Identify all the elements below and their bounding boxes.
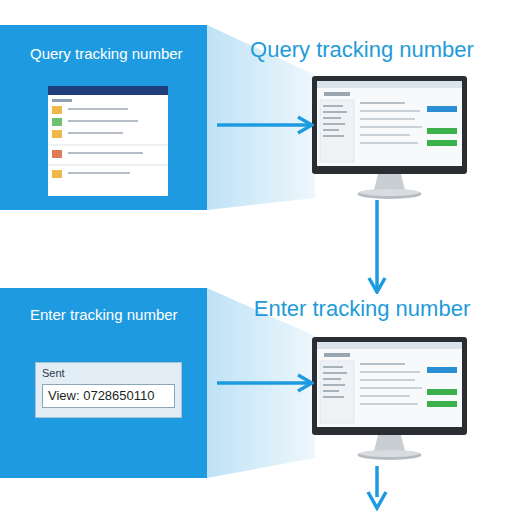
monitor (312, 76, 467, 199)
screenshot-thumbnail (48, 86, 168, 196)
monitor (312, 337, 467, 460)
field-label: Sent (36, 363, 181, 380)
panel-title: Enter tracking number (4, 288, 221, 323)
step-heading: Enter tracking number (254, 296, 470, 322)
flow-arrow (375, 200, 379, 292)
panel: Query tracking number (0, 25, 217, 210)
tracking-input: View: 0728650110 (42, 384, 175, 408)
flow-arrow (217, 381, 312, 385)
flow-arrow (217, 123, 312, 127)
panel-title: Query tracking number (4, 25, 221, 62)
monitor-screen: Query tracking number (312, 35, 467, 200)
input-card: SentView: 0728650110 (35, 362, 182, 418)
step-heading: Query tracking number (250, 37, 474, 63)
down-arrow (368, 492, 386, 508)
panel: Enter tracking numberSentView: 072865011… (0, 288, 217, 478)
monitor-screen: Enter tracking number (312, 292, 467, 462)
